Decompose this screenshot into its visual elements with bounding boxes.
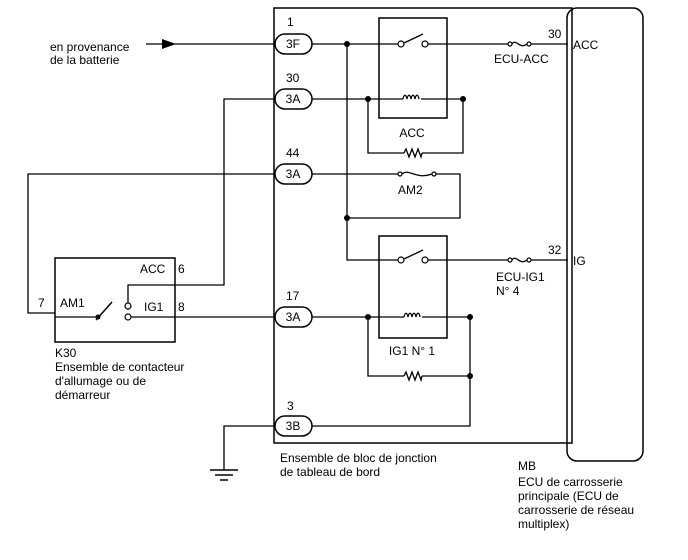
switch-terminal-name: ACC	[140, 262, 166, 276]
acc-relay-label: ACC	[399, 126, 425, 140]
fuse-ecu-ig1-icon	[507, 257, 532, 263]
ecu-pin-number: 32	[548, 243, 562, 257]
ig1-relay-label: IG1 N° 1	[389, 344, 435, 358]
fuse-am2-label: AM2	[398, 183, 423, 197]
ecu-pin-name: IG	[573, 254, 586, 268]
switch-terminal-number: 8	[178, 300, 185, 314]
arrow-icon	[162, 39, 176, 49]
acc-relay-contact	[397, 33, 429, 48]
ecu-outline	[566, 7, 644, 462]
pin-number: 30	[286, 71, 300, 85]
ecu-pin-number: 30	[548, 27, 562, 41]
switch-terminal-number: 6	[178, 262, 185, 276]
switch-outline	[54, 257, 176, 343]
acc-relay-coil-icon	[402, 94, 420, 100]
switch-name: d'allumage ou de	[55, 374, 146, 388]
connector-3b: 3B 3	[274, 399, 313, 437]
acc-relay-outline	[378, 17, 448, 119]
pin-number: 17	[286, 289, 300, 303]
junction-block-outline	[273, 7, 573, 444]
ig1-relay-outline	[378, 235, 448, 339]
wires	[27, 43, 568, 470]
connector-3a-44: 3A 44	[274, 146, 313, 185]
connector-3f: 3F 1	[274, 15, 313, 55]
acc-resistor-icon	[403, 147, 423, 160]
connector-label: 3A	[286, 310, 301, 324]
switch-name: démarreur	[55, 388, 110, 402]
switch-id: K30	[55, 346, 77, 360]
switch-terminal-name: IG1	[144, 300, 164, 314]
junction-block-caption: de tableau de bord	[280, 465, 380, 479]
ig1-resistor-icon	[403, 370, 423, 383]
junction-dots	[344, 41, 473, 379]
fuse-am2-icon	[397, 171, 437, 177]
connector-label: 3F	[286, 37, 300, 51]
connector-label: 3B	[286, 419, 301, 433]
fuse-ecu-acc-icon	[507, 41, 532, 47]
fuse-ecu-acc-label: ECU-ACC	[494, 52, 549, 66]
ignition-switch-contact	[95, 301, 132, 321]
connector-3a-30: 3A 30	[274, 71, 313, 110]
fuse-ecu-ig1-label: N° 4	[496, 284, 520, 298]
ecu-name: ECU de carrosserie	[518, 475, 623, 489]
ecu-name: carrosserie de réseau	[518, 503, 634, 517]
pin-number: 44	[286, 146, 300, 160]
ecu-name: multiplex)	[518, 517, 569, 531]
battery-source-label: de la batterie	[50, 53, 120, 67]
ig1-relay-contact	[397, 249, 429, 264]
battery-source-label: en provenance	[50, 40, 130, 54]
ground-icon	[210, 469, 238, 481]
ig1-relay-coil-icon	[403, 312, 421, 318]
connector-3a-17: 3A 17	[274, 289, 313, 328]
ecu-name: principale (ECU de	[518, 489, 619, 503]
switch-terminal-number: 7	[38, 296, 45, 310]
connector-label: 3A	[286, 92, 301, 106]
switch-terminal-name: AM1	[60, 296, 85, 310]
ecu-id: MB	[518, 459, 536, 473]
pin-number: 1	[287, 15, 294, 29]
connector-label: 3A	[286, 167, 301, 181]
junction-block-caption: Ensemble de bloc de jonction	[280, 451, 437, 465]
switch-name: Ensemble de contacteur	[55, 360, 184, 374]
pin-number: 3	[287, 399, 294, 413]
fuse-ecu-ig1-label: ECU-IG1	[496, 270, 545, 284]
ecu-pin-name: ACC	[573, 38, 599, 52]
